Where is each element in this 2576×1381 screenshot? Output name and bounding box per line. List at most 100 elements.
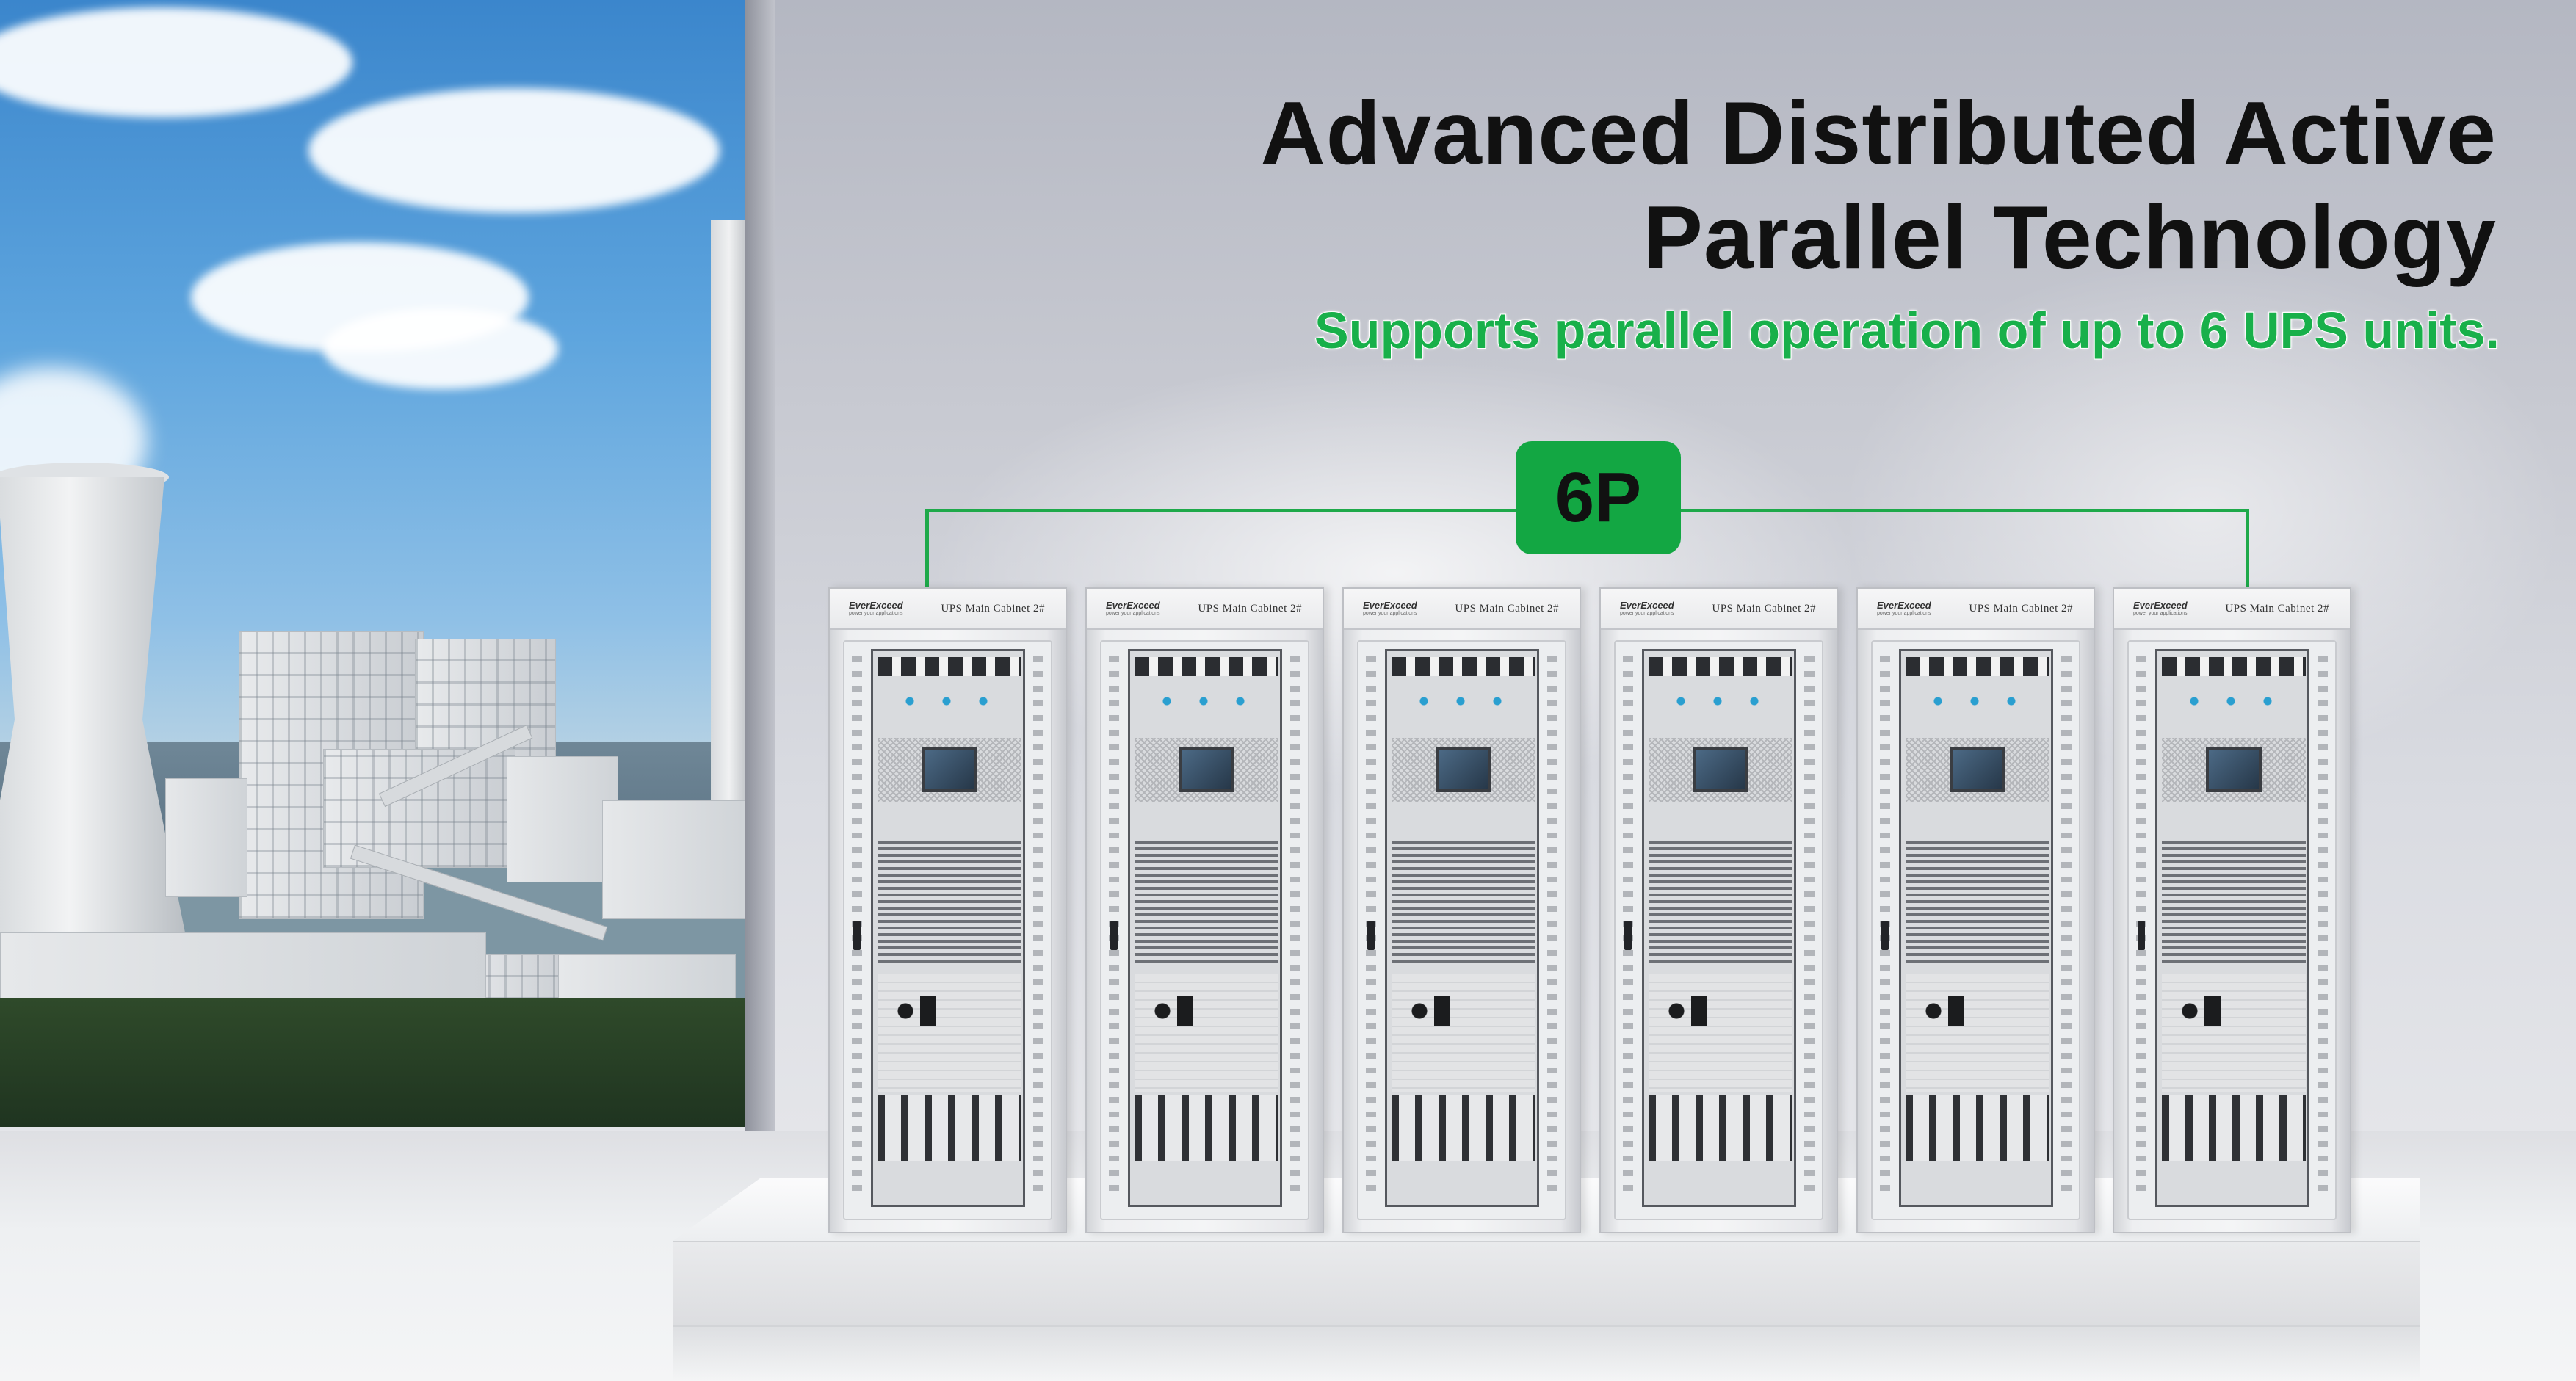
brand-tagline: power your applications [849,611,903,616]
ups-cabinet: EverExceed power your applications UPS M… [1085,587,1324,1233]
brand-logo: EverExceed [1363,600,1417,611]
bottom-breakers [1906,1095,2049,1161]
brand-logo: EverExceed [1620,600,1674,611]
cabinet-door [1614,640,1823,1220]
ups-cabinet: EverExceed power your applications UPS M… [828,587,1067,1233]
cabinet-header: EverExceed power your applications UPS M… [1344,589,1580,630]
indicator-lights [1417,697,1505,706]
brand-logo: EverExceed [849,600,903,611]
cabinet-label: UPS Main Cabinet 2# [941,603,1045,615]
door-handle-icon [853,921,861,950]
lower-panel [878,974,1021,1092]
top-breakers [1906,657,2049,676]
brand-tagline: power your applications [1363,611,1417,616]
indicator-lights [2187,697,2275,706]
plant-building [602,800,745,919]
cabinet-door [1871,640,2080,1220]
door-handle-icon [1624,921,1632,950]
switch-icon [1923,996,1967,1026]
headline-line-1: Advanced Distributed Active [1260,83,2497,183]
top-breakers [878,657,1021,676]
cabinet-door [2127,640,2337,1220]
side-vent [1547,656,1557,1200]
side-vent [1804,656,1815,1200]
door-glass [1899,649,2053,1207]
bottom-breakers [1649,1095,1792,1161]
cabinet-label: UPS Main Cabinet 2# [2225,603,2329,615]
cabinet-label: UPS Main Cabinet 2# [1198,603,1302,615]
cabinet-header: EverExceed power your applications UPS M… [1858,589,2094,630]
top-breakers [1649,657,1792,676]
parallel-count-badge: 6P [1516,441,1681,554]
side-vent [1290,656,1300,1200]
door-handle-icon [2138,921,2145,950]
switch-icon [1152,996,1196,1026]
lower-panel [1392,974,1535,1092]
top-breakers [1392,657,1535,676]
power-modules [1649,841,1792,965]
door-glass [1642,649,1796,1207]
power-modules [1906,841,2049,965]
cloud [0,7,352,117]
side-vent [2061,656,2072,1200]
power-plant-window [0,0,745,1127]
cloud [308,88,720,213]
headline: Advanced Distributed Active Parallel Tec… [1101,81,2497,289]
cabinet-header: EverExceed power your applications UPS M… [1087,589,1323,630]
lcd-screen [922,747,977,792]
wall-corner [745,0,775,1131]
cabinet-door [843,640,1052,1220]
power-modules [1135,841,1278,965]
bottom-breakers [2162,1095,2306,1161]
door-handle-icon [1367,921,1375,950]
brand-tagline: power your applications [1106,611,1160,616]
switch-icon [1409,996,1453,1026]
door-glass [1128,649,1282,1207]
brand-logo: EverExceed [1106,600,1160,611]
door-glass [871,649,1025,1207]
lower-panel [2162,974,2306,1092]
cooling-tower [0,477,191,962]
door-handle-icon [1110,921,1118,950]
side-vent [2318,656,2328,1200]
side-vent [1033,656,1043,1200]
lower-panel [1135,974,1278,1092]
cabinet-header: EverExceed power your applications UPS M… [1601,589,1837,630]
lower-panel [1649,974,1792,1092]
door-glass [2155,649,2309,1207]
power-modules [2162,841,2306,965]
indicator-lights [1159,697,1248,706]
plant-building [507,756,618,882]
indicator-lights [1674,697,1762,706]
indicator-lights [902,697,991,706]
platform-reflection [673,1325,2420,1381]
bottom-breakers [1135,1095,1278,1161]
top-breakers [2162,657,2306,676]
switch-icon [895,996,939,1026]
chimney [711,220,745,808]
bottom-breakers [878,1095,1021,1161]
brand-logo: EverExceed [1877,600,1931,611]
cabinet-label: UPS Main Cabinet 2# [1712,603,1816,615]
cloud [323,308,558,389]
lcd-screen [1179,747,1234,792]
ups-cabinet: EverExceed power your applications UPS M… [1856,587,2095,1233]
lower-panel [1906,974,2049,1092]
power-modules [1392,841,1535,965]
lcd-screen [1436,747,1491,792]
ups-cabinet-row: EverExceed power your applications UPS M… [828,587,2351,1233]
brand-logo: EverExceed [2133,600,2188,611]
plant-building [165,778,247,897]
switch-icon [2179,996,2224,1026]
door-handle-icon [1881,921,1889,950]
lcd-screen [1950,747,2005,792]
indicator-lights [1931,697,2019,706]
headline-line-2: Parallel Technology [1643,187,2497,287]
brand-tagline: power your applications [2133,611,2188,616]
cabinet-header: EverExceed power your applications UPS M… [830,589,1066,630]
lcd-screen [2206,747,2262,792]
plant-building [323,749,515,868]
bottom-breakers [1392,1095,1535,1161]
brand-tagline: power your applications [1877,611,1931,616]
